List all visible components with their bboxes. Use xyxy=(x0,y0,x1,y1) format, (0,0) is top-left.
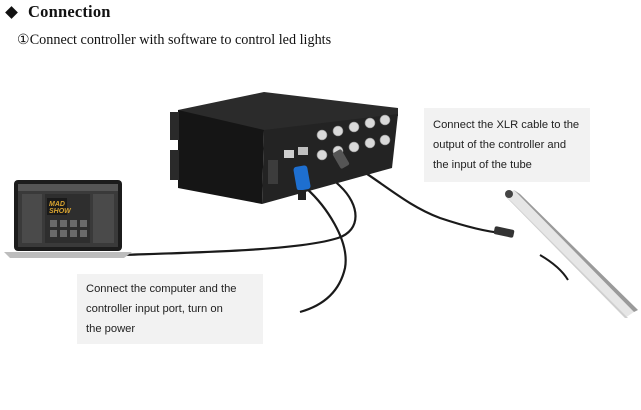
power-cable xyxy=(299,187,347,314)
xlr-instruction-line: the input of the tube xyxy=(433,159,532,171)
software-logo-line2: SHOW xyxy=(49,208,72,215)
step-description: ①Connect controller with software to con… xyxy=(17,32,332,48)
tube-connector xyxy=(493,226,515,238)
xlr-plug xyxy=(332,149,350,169)
computer-instruction-line: Connect the computer and the xyxy=(86,283,237,295)
computer-instruction-box: Connect the computer and the controller … xyxy=(77,274,263,344)
section-title: Connection xyxy=(28,2,111,21)
dmx-controller xyxy=(170,92,398,204)
xlr-instruction-line: Connect the XLR cable to the xyxy=(433,119,580,131)
power-plug xyxy=(293,165,311,200)
xlr-instruction-box: Connect the XLR cable to the output of t… xyxy=(424,108,590,182)
laptop: MAD SHOW xyxy=(4,180,132,258)
xlr-instruction-line: output of the controller and xyxy=(433,139,567,151)
tube-cable-tail xyxy=(539,254,569,281)
section-heading: Connection xyxy=(4,1,111,23)
led-tube xyxy=(505,190,638,318)
software-logo-line1: MAD xyxy=(49,201,65,208)
xlr-cable xyxy=(344,159,503,235)
computer-instruction-line: the power xyxy=(86,323,136,335)
computer-instruction-line: controller input port, turn on xyxy=(86,303,223,315)
